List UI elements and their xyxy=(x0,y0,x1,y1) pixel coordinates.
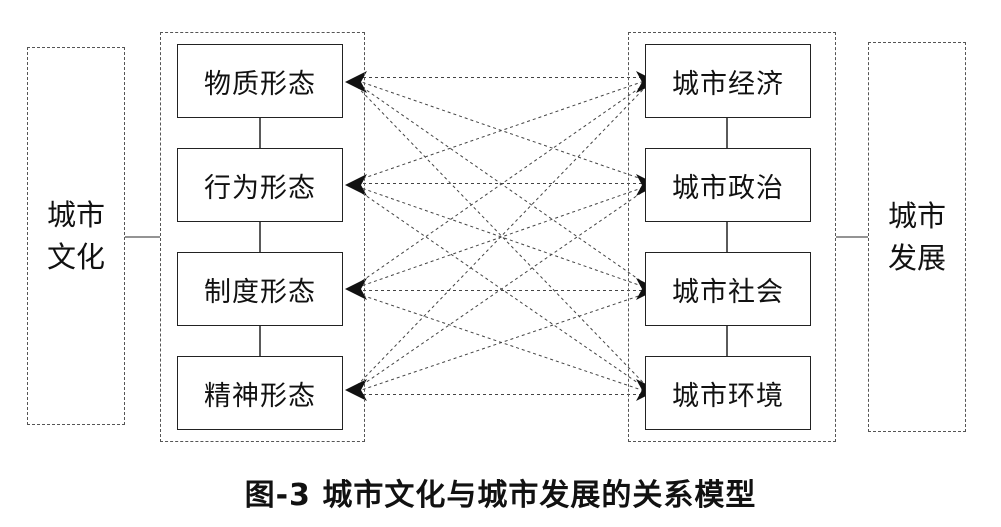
urban-development-box: 城市发展 xyxy=(868,42,966,432)
left-arrowhead xyxy=(345,379,367,401)
behavioral-form-node: 行为形态 xyxy=(177,148,343,222)
left-arrowhead xyxy=(345,278,367,300)
urban-economy-node: 城市经济 xyxy=(645,44,811,118)
relation-link xyxy=(356,80,647,181)
relation-link xyxy=(356,83,647,285)
spiritual-form-node: 精神形态 xyxy=(177,356,343,430)
urban-environment-node: 城市环境 xyxy=(645,356,811,430)
culture-forms-group xyxy=(160,32,365,442)
development-aspects-group xyxy=(628,32,836,442)
urban-society-node: 城市社会 xyxy=(645,252,811,326)
figure-caption: 图-3 城市文化与城市发展的关系模型 xyxy=(244,478,757,513)
urban-development-label: 城市发展 xyxy=(887,199,946,275)
urban-culture-label: 城市文化 xyxy=(46,198,105,274)
institutional-form-node: 制度形态 xyxy=(177,252,343,326)
urban-politics-node: 城市政治 xyxy=(645,148,811,222)
relation-link xyxy=(356,293,647,392)
urban-culture-box: 城市文化 xyxy=(27,47,125,425)
material-form-node: 物质形态 xyxy=(177,44,343,118)
left-arrowhead xyxy=(345,71,367,93)
relation-link xyxy=(356,189,647,389)
left-arrowhead xyxy=(345,174,367,196)
